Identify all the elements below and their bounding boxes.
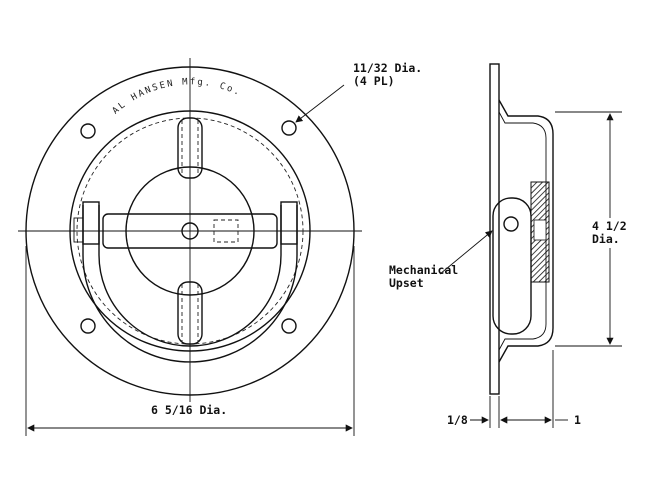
front-view <box>18 58 362 402</box>
rib-bottom <box>177 281 203 345</box>
upset-label-line1: Mechanical <box>389 263 458 277</box>
height-unit-label: Dia. <box>592 232 620 246</box>
height-dimension: 4 1/2 Dia. <box>555 111 630 347</box>
hole-dia-label: 11/32 Dia. <box>353 61 422 75</box>
d-ring-inner <box>98 205 282 347</box>
rib-top <box>177 117 203 179</box>
mounting-hole-top-right <box>281 120 297 136</box>
cross-pin-dashed-end <box>213 219 239 243</box>
hole-count-label: (4 PL) <box>353 74 395 88</box>
bottom-dimensions: 1/8 1 <box>447 350 581 428</box>
outer-diameter-label: 6 5/16 Dia. <box>151 403 227 417</box>
central-hub <box>125 166 255 296</box>
mounting-hole-bottom-left <box>80 318 96 334</box>
mounting-hole-bottom-right <box>281 318 297 334</box>
height-value-label: 4 1/2 <box>592 219 627 233</box>
hole-callout: 11/32 Dia. (4 PL) <box>295 61 422 123</box>
side-flange <box>489 63 500 395</box>
outer-flange-circle <box>25 66 355 396</box>
side-view <box>489 63 554 395</box>
left-pin-stub <box>73 217 84 243</box>
mounting-hole-top-left <box>80 123 96 139</box>
d-ring-end-right <box>280 201 298 245</box>
maker-embossing: AL HANSEN Mfg. Co. <box>111 77 243 116</box>
d-ring-end-left <box>82 201 100 245</box>
outer-diameter-dimension: 6 5/16 Dia. <box>25 246 355 436</box>
inner-flange-circle <box>69 110 311 352</box>
mount-gap <box>533 219 547 241</box>
upset-callout: Mechanical Upset <box>389 230 493 290</box>
depth-label: 1 <box>574 413 581 427</box>
cross-pin <box>102 213 278 249</box>
d-ring-outer <box>82 205 298 363</box>
flange-thickness-label: 1/8 <box>447 413 468 427</box>
pan-outer-profile <box>498 99 554 363</box>
pivot-hole <box>181 222 199 240</box>
upset-label-line2: Upset <box>389 276 424 290</box>
side-pivot-hole <box>503 216 519 232</box>
